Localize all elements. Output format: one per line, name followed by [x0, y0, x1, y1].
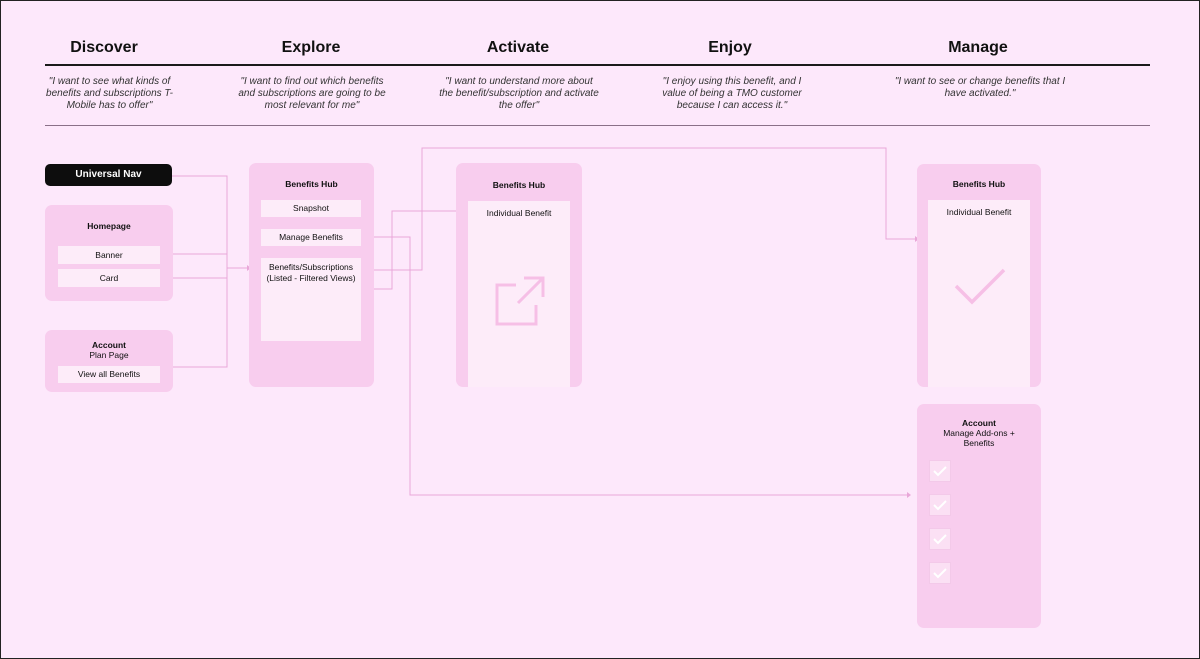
stage-quote-discover: "I want to see what kinds of benefits an…	[46, 76, 173, 111]
stage-title-activate: Activate	[486, 39, 550, 56]
connector-manage-to-account	[361, 236, 907, 496]
connector-nav-account	[172, 175, 228, 368]
manage-account-subtitle: Manage Add-ons + Benefits	[943, 428, 1015, 448]
view-all-benefits-item: View all Benefits	[58, 366, 160, 383]
account-plan-card: Account Plan Page View all Benefits	[45, 330, 173, 392]
homepage-card-item: Card	[58, 269, 160, 287]
snapshot-item: Snapshot	[261, 200, 361, 217]
checkbox-icon	[929, 562, 951, 584]
activate-hub-title: Benefits Hub	[492, 180, 546, 190]
manage-benefits-hub-card: Benefits Hub Individual Benefit	[917, 164, 1041, 387]
stage-quote-manage: "I want to see or change benefits that I…	[894, 76, 1066, 99]
connector-list-to-individual	[361, 210, 465, 290]
arrowhead-account	[907, 492, 911, 498]
manage-individual-label: Individual Benefit	[946, 207, 1012, 217]
stage-title-enjoy: Enjoy	[708, 39, 752, 56]
stage-quote-activate: "I want to understand more about the ben…	[439, 76, 599, 111]
homepage-title: Homepage	[87, 221, 131, 231]
stage-quote-enjoy: "I enjoy using this benefit, and I value…	[662, 76, 802, 111]
manage-benefits-item: Manage Benefits	[261, 229, 361, 246]
checkbox-icon	[929, 460, 951, 482]
quote-rule	[45, 125, 1150, 126]
checkmark-icon	[954, 268, 1006, 305]
manage-account-title: Account	[962, 418, 996, 428]
explore-hub-title: Benefits Hub	[285, 179, 338, 189]
checkbox-icon	[929, 494, 951, 516]
activate-benefits-hub-card: Benefits Hub Individual Benefit	[456, 163, 582, 387]
activate-individual-label: Individual Benefit	[486, 208, 552, 218]
stage-title-manage: Manage	[948, 39, 1008, 56]
connector-list-to-manage	[361, 147, 915, 271]
external-link-icon	[495, 276, 545, 326]
homepage-banner-item: Banner	[58, 246, 160, 264]
account-plan-subtitle: Plan Page	[89, 350, 129, 360]
explore-benefits-hub-card: Benefits Hub Snapshot Manage Benefits Be…	[249, 163, 374, 387]
stage-title-explore: Explore	[281, 39, 341, 56]
checkbox-icon	[929, 528, 951, 550]
account-plan-title: Account	[92, 340, 126, 350]
stage-quote-explore: "I want to find out which benefits and s…	[238, 76, 386, 111]
benefits-subscriptions-list-item: Benefits/Subscriptions (Listed - Filtere…	[261, 258, 361, 341]
universal-nav-pill: Universal Nav	[45, 164, 172, 186]
stage-title-discover: Discover	[70, 39, 138, 56]
homepage-card: Homepage Banner Card	[45, 205, 173, 301]
activate-individual-screen: Individual Benefit	[468, 201, 570, 387]
header-rule	[45, 64, 1150, 66]
manage-hub-title: Benefits Hub	[952, 179, 1006, 189]
manage-account-card: Account Manage Add-ons + Benefits	[917, 404, 1041, 628]
manage-individual-screen: Individual Benefit	[928, 200, 1030, 387]
